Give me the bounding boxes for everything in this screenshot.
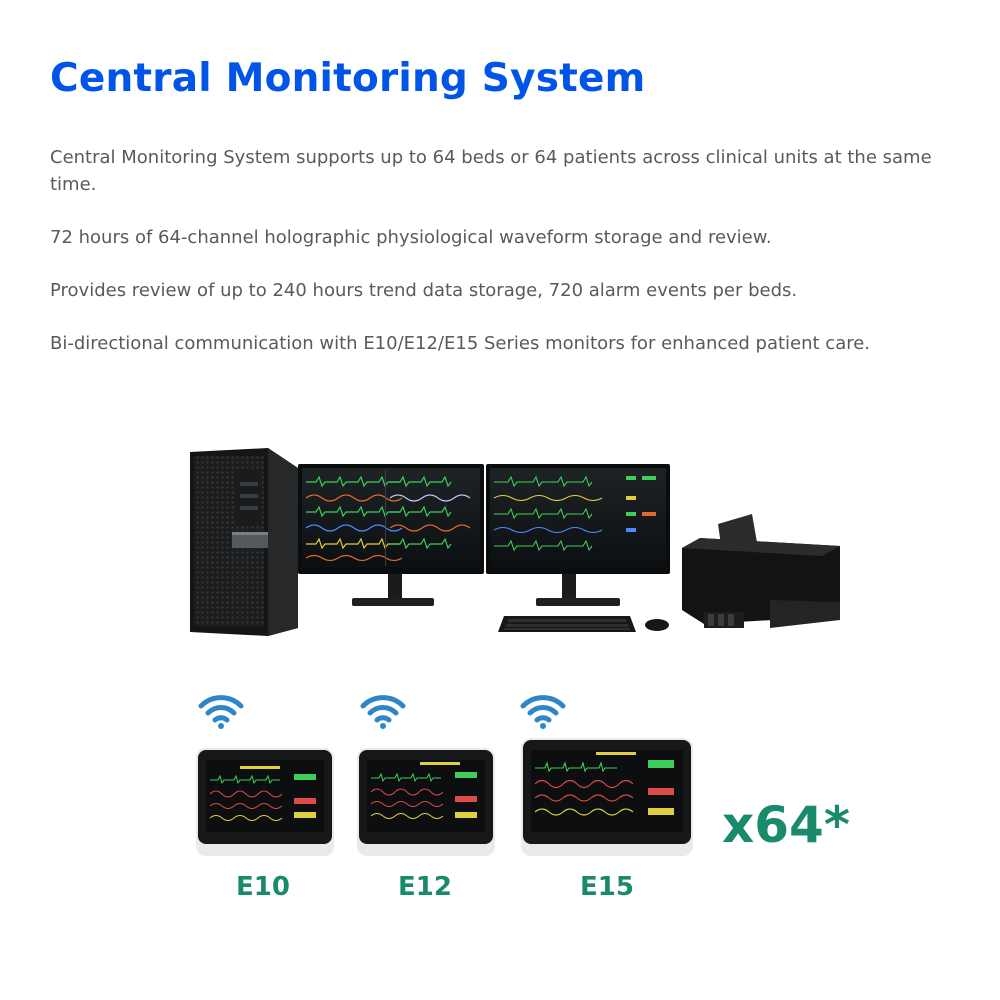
- central-station-monitor-left: [298, 464, 484, 606]
- wifi-icon: [520, 695, 566, 729]
- model-label-e10: E10: [236, 872, 290, 902]
- model-label-e12: E12: [398, 872, 452, 902]
- patient-monitor-e10: [196, 748, 334, 856]
- paragraph-communication: Bi-directional communication with E10/E1…: [50, 333, 871, 354]
- paragraph-waveform: 72 hours of 64-channel holographic physi…: [50, 227, 772, 248]
- description: Central Monitoring System supports up to…: [50, 144, 950, 383]
- patient-monitor-e12: [357, 748, 495, 856]
- bed-count-label: x64*: [722, 796, 850, 854]
- paragraph-trend: Provides review of up to 240 hours trend…: [50, 280, 798, 301]
- keyboard: [498, 616, 636, 632]
- paragraph-beds: Central Monitoring System supports up to…: [50, 147, 932, 195]
- page-title: Central Monitoring System: [50, 56, 646, 101]
- wifi-icon: [198, 695, 244, 729]
- wifi-icon: [360, 695, 406, 729]
- model-label-e15: E15: [580, 872, 634, 902]
- central-station-monitor-right: [486, 464, 670, 606]
- pc-tower: [190, 448, 298, 636]
- printer: [682, 514, 840, 628]
- patient-monitor-e15: [521, 738, 693, 856]
- mouse: [645, 619, 669, 631]
